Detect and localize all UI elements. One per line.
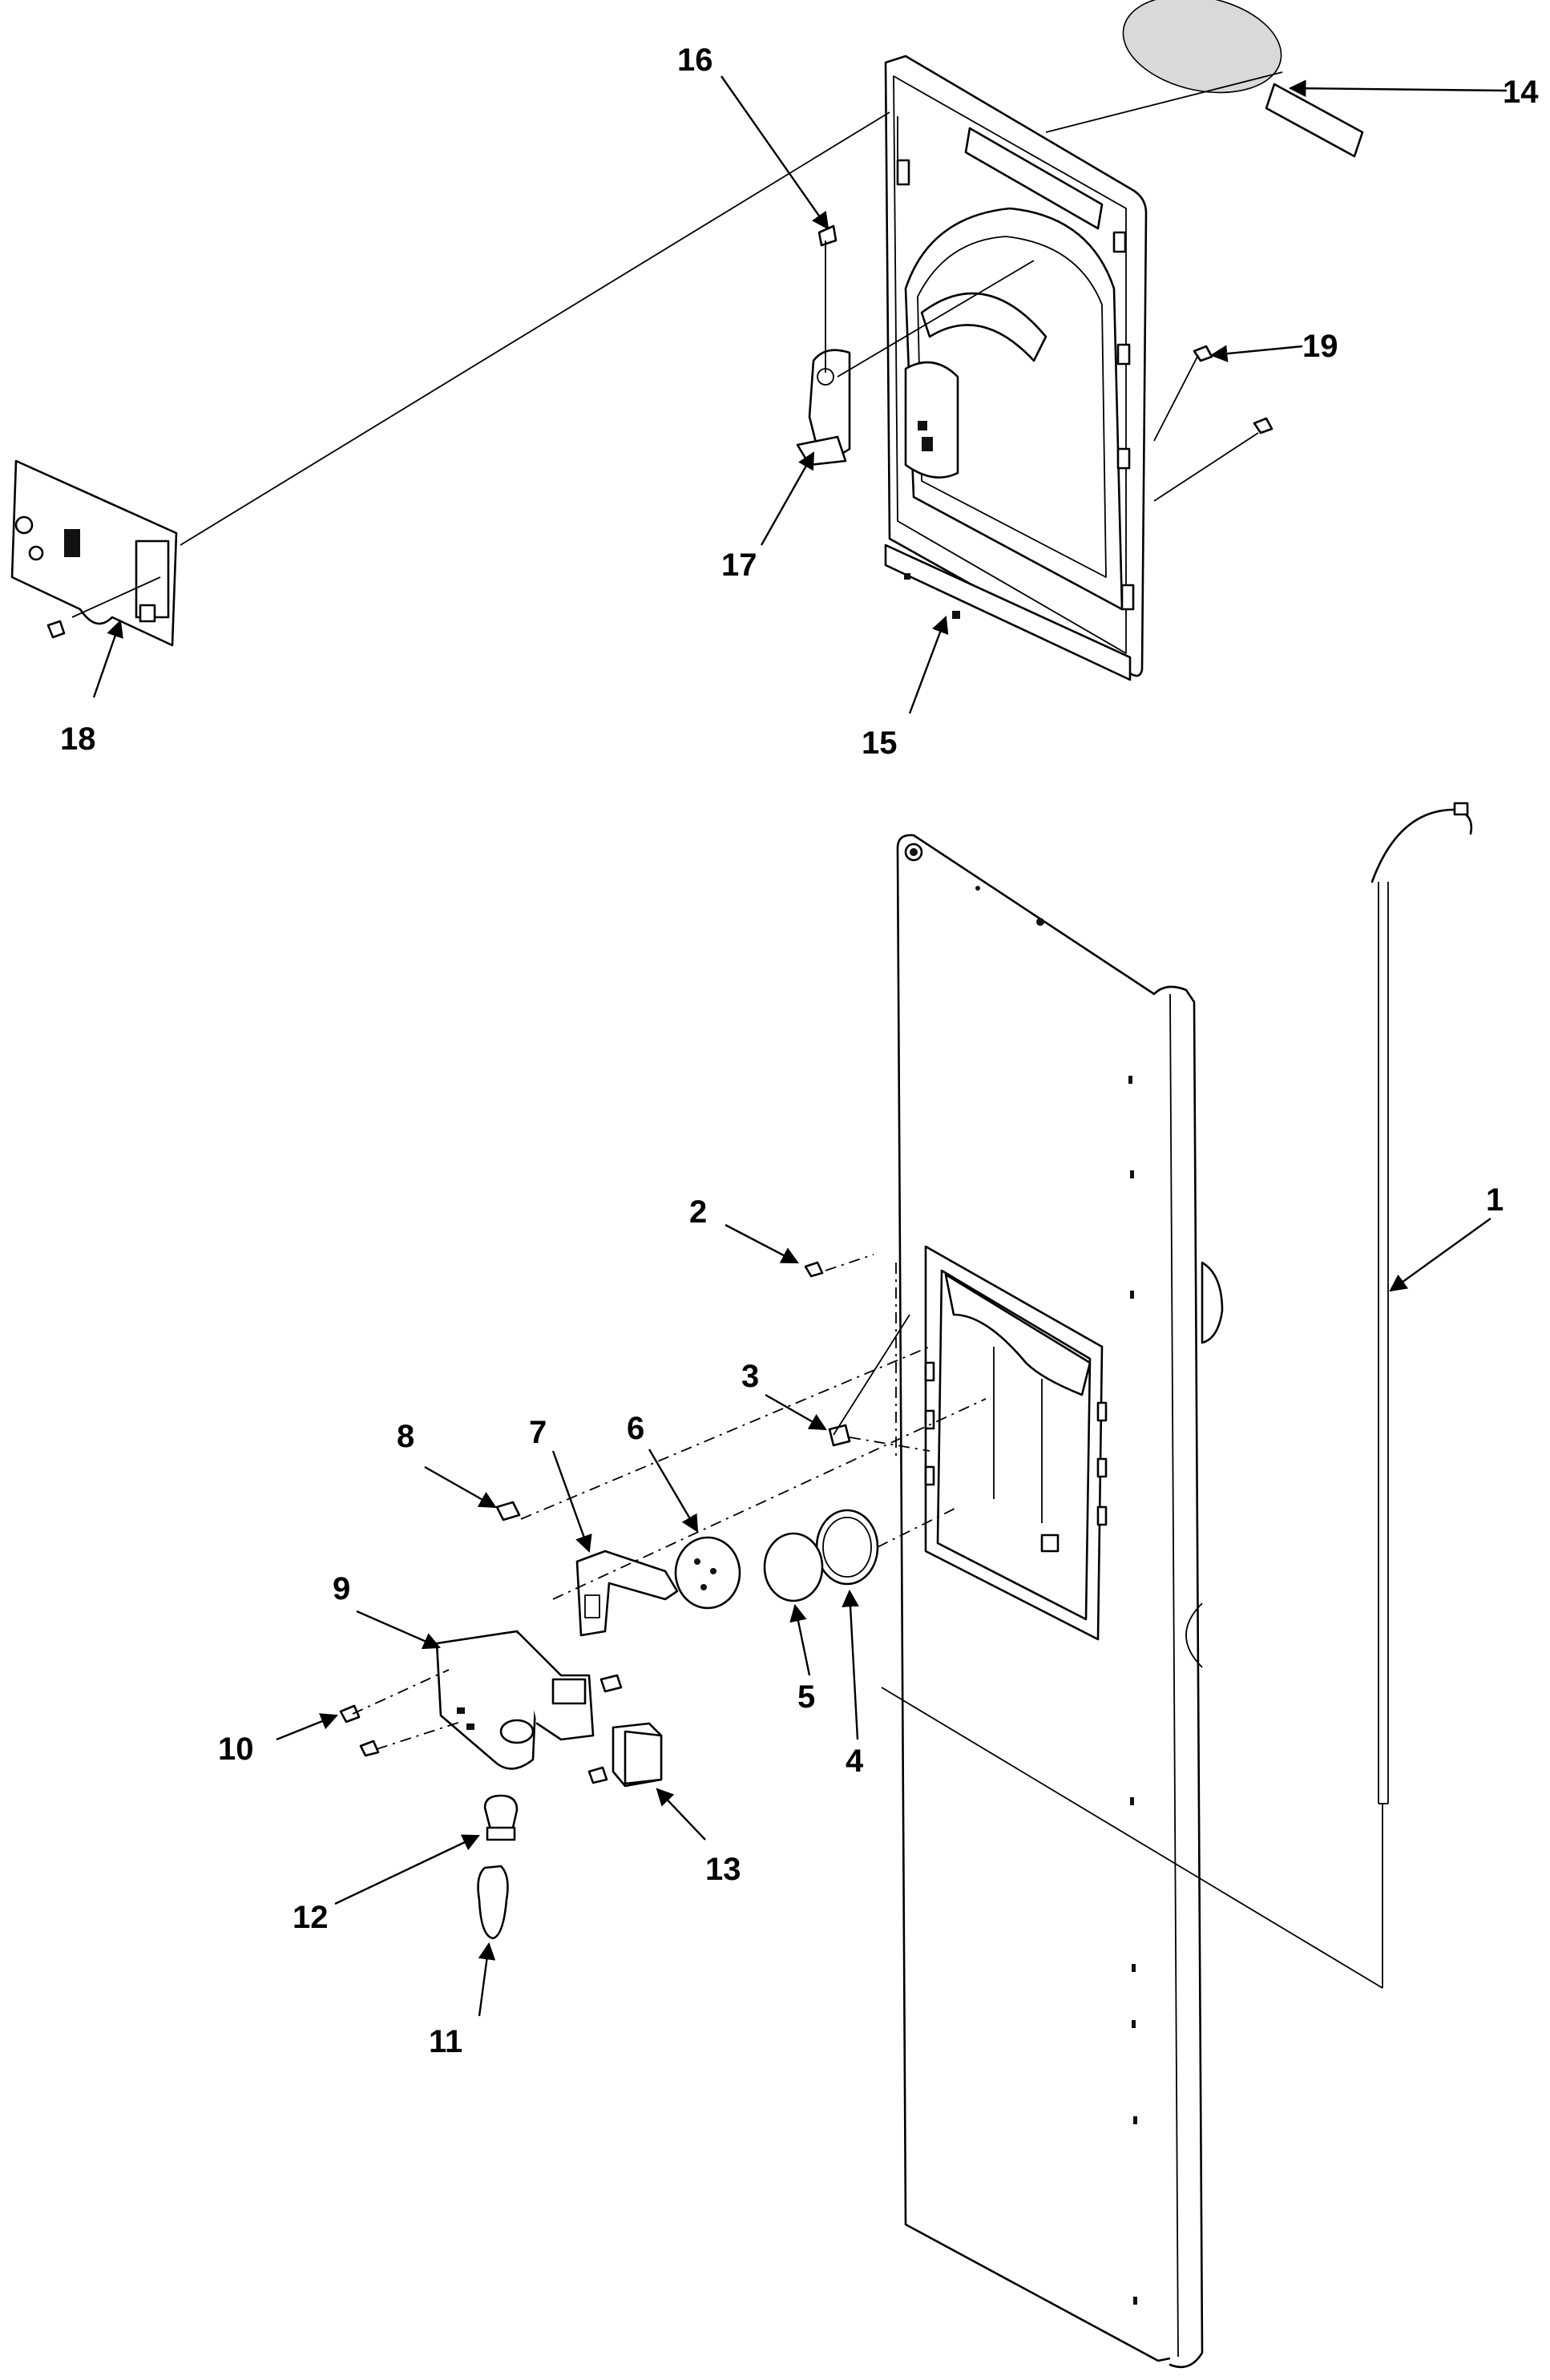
part-13-solenoid: [587, 1674, 663, 1788]
callout-14: 14: [1503, 75, 1539, 110]
part-11-light-bulb: [477, 1865, 509, 1940]
part-10-screw: [339, 1704, 380, 1757]
part-1-water-tube: [1370, 802, 1473, 1804]
part-2-screw: [804, 1261, 824, 1278]
callout-12: 12: [293, 1900, 329, 1935]
part-18-control-board: [10, 459, 178, 647]
callout-11: 11: [429, 2024, 462, 2059]
callout-13: 13: [705, 1852, 741, 1887]
callout-19: 19: [1302, 329, 1338, 364]
assembly-lines: [71, 71, 1383, 1989]
callout-2: 2: [689, 1194, 707, 1230]
part-8-screw: [495, 1501, 521, 1521]
part-6-switch-plate: [674, 1536, 741, 1610]
part-3-clip: [828, 1424, 851, 1447]
part-7-actuator-lever: [575, 1550, 679, 1637]
callout-17: 17: [721, 548, 757, 583]
callout-labels: 1 2 3 4 5 6 7 8 9 10 11 12 13 14 15 16 1…: [60, 42, 1539, 2059]
callout-16: 16: [677, 42, 713, 78]
part-17-ice-actuator: [796, 349, 851, 467]
part-14-diffuser: [1122, 0, 1364, 158]
callout-9: 9: [333, 1571, 350, 1606]
callout-18: 18: [60, 721, 96, 757]
callout-1: 1: [1486, 1182, 1504, 1218]
door-dispenser-recess: [924, 1245, 1108, 1641]
callout-8: 8: [397, 1419, 414, 1454]
part-9-housing: [435, 1630, 595, 1770]
part-15-dispenser-housing: [884, 55, 1148, 681]
part-4-ring: [815, 1509, 879, 1586]
callout-5: 5: [797, 1679, 815, 1715]
part-19-screws: [1193, 345, 1274, 434]
callout-leaders: [92, 75, 1508, 2017]
callout-10: 10: [218, 1731, 254, 1767]
part-5-lens: [763, 1532, 824, 1602]
part-12-bulb-socket: [483, 1794, 519, 1841]
callout-7: 7: [529, 1415, 547, 1450]
callout-3: 3: [741, 1359, 759, 1394]
callout-4: 4: [846, 1744, 864, 1779]
callout-15: 15: [862, 725, 898, 761]
part-16-spring: [817, 224, 838, 247]
callout-6: 6: [627, 1411, 644, 1446]
